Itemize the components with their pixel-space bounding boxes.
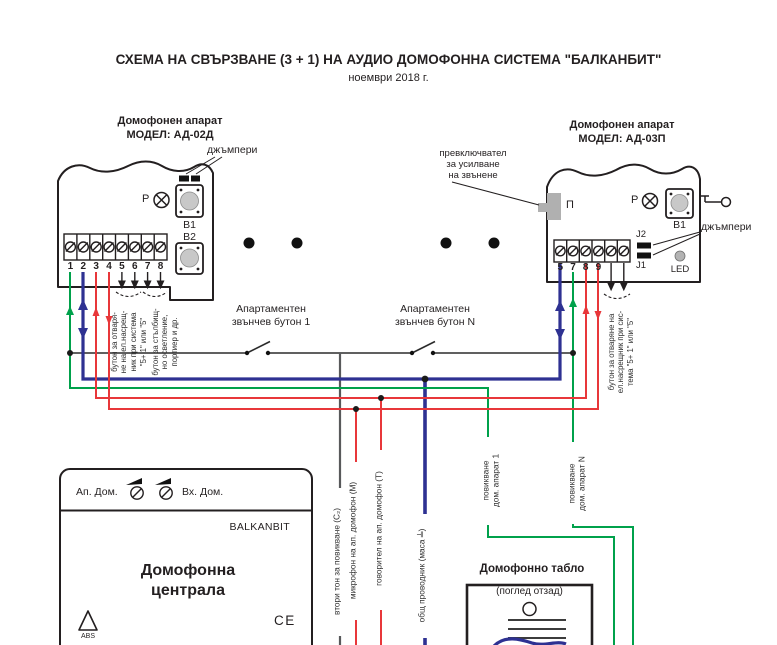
right-jumpers-label: джъмпери <box>701 221 752 233</box>
note-left-open-door: бутон за отваря- не на ел.насрещ- ник пр… <box>109 310 148 374</box>
terminal-number: 9 <box>595 262 602 273</box>
wire-direction-arrows <box>66 298 602 340</box>
right-device-model: МОДЕЛ: АД-03П <box>578 133 666 145</box>
terminal-number: 7 <box>570 262 576 273</box>
terminal-number: 6 <box>132 261 138 272</box>
dashed-braces <box>115 291 631 300</box>
centrala-brand: BALKANBIT <box>229 521 290 533</box>
note-left-stairs-light: бутон за стълбищ- но осветление, портиер… <box>150 308 179 376</box>
left-device-name: Домофонен апарат <box>117 115 223 127</box>
left-device-model: МОДЕЛ: АД-02Д <box>126 129 214 141</box>
j1-label: J1 <box>636 260 647 271</box>
left-device-title: Домофонен апарат МОДЕЛ: АД-02Д <box>80 114 260 142</box>
key-icon <box>701 195 732 208</box>
right-terminal-block <box>553 239 631 263</box>
terminal-number: 1 <box>67 261 74 272</box>
terminal-number: 2 <box>80 261 87 272</box>
wire-label-speaker: говорител на ап. домофон (Т) <box>373 471 383 586</box>
centrala-ap-dom-label: Ап. Дом. <box>76 486 118 498</box>
b2-button <box>175 242 204 275</box>
ring-boost-note: превключвател за усилване на звънене <box>439 148 507 181</box>
junction-dots <box>67 350 576 412</box>
centrala-vh-dom-label: Вх. Дом. <box>182 486 224 498</box>
wire-label-mic: микрофон на ап. домофон (М) <box>347 481 357 600</box>
centrala-title: Домофонна централа <box>140 562 236 599</box>
terminal-number: 4 <box>106 261 112 272</box>
left-device-body <box>57 156 223 301</box>
switch-contact-dots <box>244 350 436 356</box>
note-right-open-door: бутон за отваряне на ел.насрещник при си… <box>606 310 635 394</box>
terminal-number: 5 <box>557 262 564 273</box>
b1-button <box>175 184 204 218</box>
tablo-blue-wire-hint <box>492 637 567 645</box>
page-date: ноември 2018 г. <box>348 72 429 84</box>
left-b1-label: B1 <box>183 219 196 231</box>
wire-label-call-1: повикване дом. апарат 1 <box>480 453 501 508</box>
page-title: СХЕМА НА СВЪРЗВАНЕ (3 + 1) НА АУДИО ДОМО… <box>115 52 662 67</box>
continuation-dots <box>243 237 500 249</box>
led-icon <box>674 250 686 262</box>
left-terminal-block <box>63 233 168 261</box>
right-device-body <box>451 163 732 283</box>
terminal-number: 8 <box>157 261 164 272</box>
terminal-number: 8 <box>582 262 589 273</box>
wire-label-call-n: повикване дом. апарат N <box>566 456 587 511</box>
right-p-label: P <box>631 194 639 206</box>
terminal-number: 5 <box>119 261 125 272</box>
tablo-subtitle: (поглед отзад) <box>496 586 563 597</box>
wire-label-ground: общ проводник (маса ╧) <box>416 528 426 623</box>
terminal-number: 3 <box>93 261 99 272</box>
screw-icon <box>554 245 630 257</box>
bell-button-n-label: Апартаментен звънчев бутон N <box>394 303 476 328</box>
wire-label-c2: втори тон за повикване (C₂) <box>331 508 341 615</box>
right-device-name: Домофонен апарат <box>569 119 675 131</box>
wire-common-blue <box>81 263 562 645</box>
right-jumpers-icon <box>637 231 701 259</box>
tablo-title: Домофонно табло <box>479 563 585 575</box>
volume-pot-icon <box>126 478 173 500</box>
j2-label: J2 <box>636 229 647 240</box>
tablo-box <box>465 583 594 645</box>
abs-recycle-icon <box>78 610 98 631</box>
screw-icon <box>64 241 167 253</box>
terminal-number: 7 <box>144 261 151 272</box>
right-b1-label: B1 <box>673 219 686 231</box>
tablo-hole-icon <box>522 601 537 617</box>
left-lamp-icon <box>153 191 170 209</box>
led-label: LED <box>670 264 690 275</box>
right-device-title: Домофонен апарат МОДЕЛ: АД-03П <box>532 118 712 146</box>
right-lamp-icon <box>641 192 659 210</box>
ce-mark: CE <box>274 613 296 628</box>
bell-button-1-label: Апартаментен звънчев бутон 1 <box>231 303 311 328</box>
left-jumpers-label: джъмпери <box>207 144 258 156</box>
left-b2-label: B2 <box>183 231 196 243</box>
centrala-box <box>59 468 313 645</box>
ring-boost-switch-icon <box>451 181 561 220</box>
left-p-label: P <box>142 193 150 205</box>
aux-terminal-arrows <box>117 263 628 292</box>
pi-switch-label: П <box>566 199 574 211</box>
right-b1-button <box>665 188 694 219</box>
left-jumpers-icon <box>179 156 223 182</box>
abs-material-label: ABS <box>80 633 95 640</box>
